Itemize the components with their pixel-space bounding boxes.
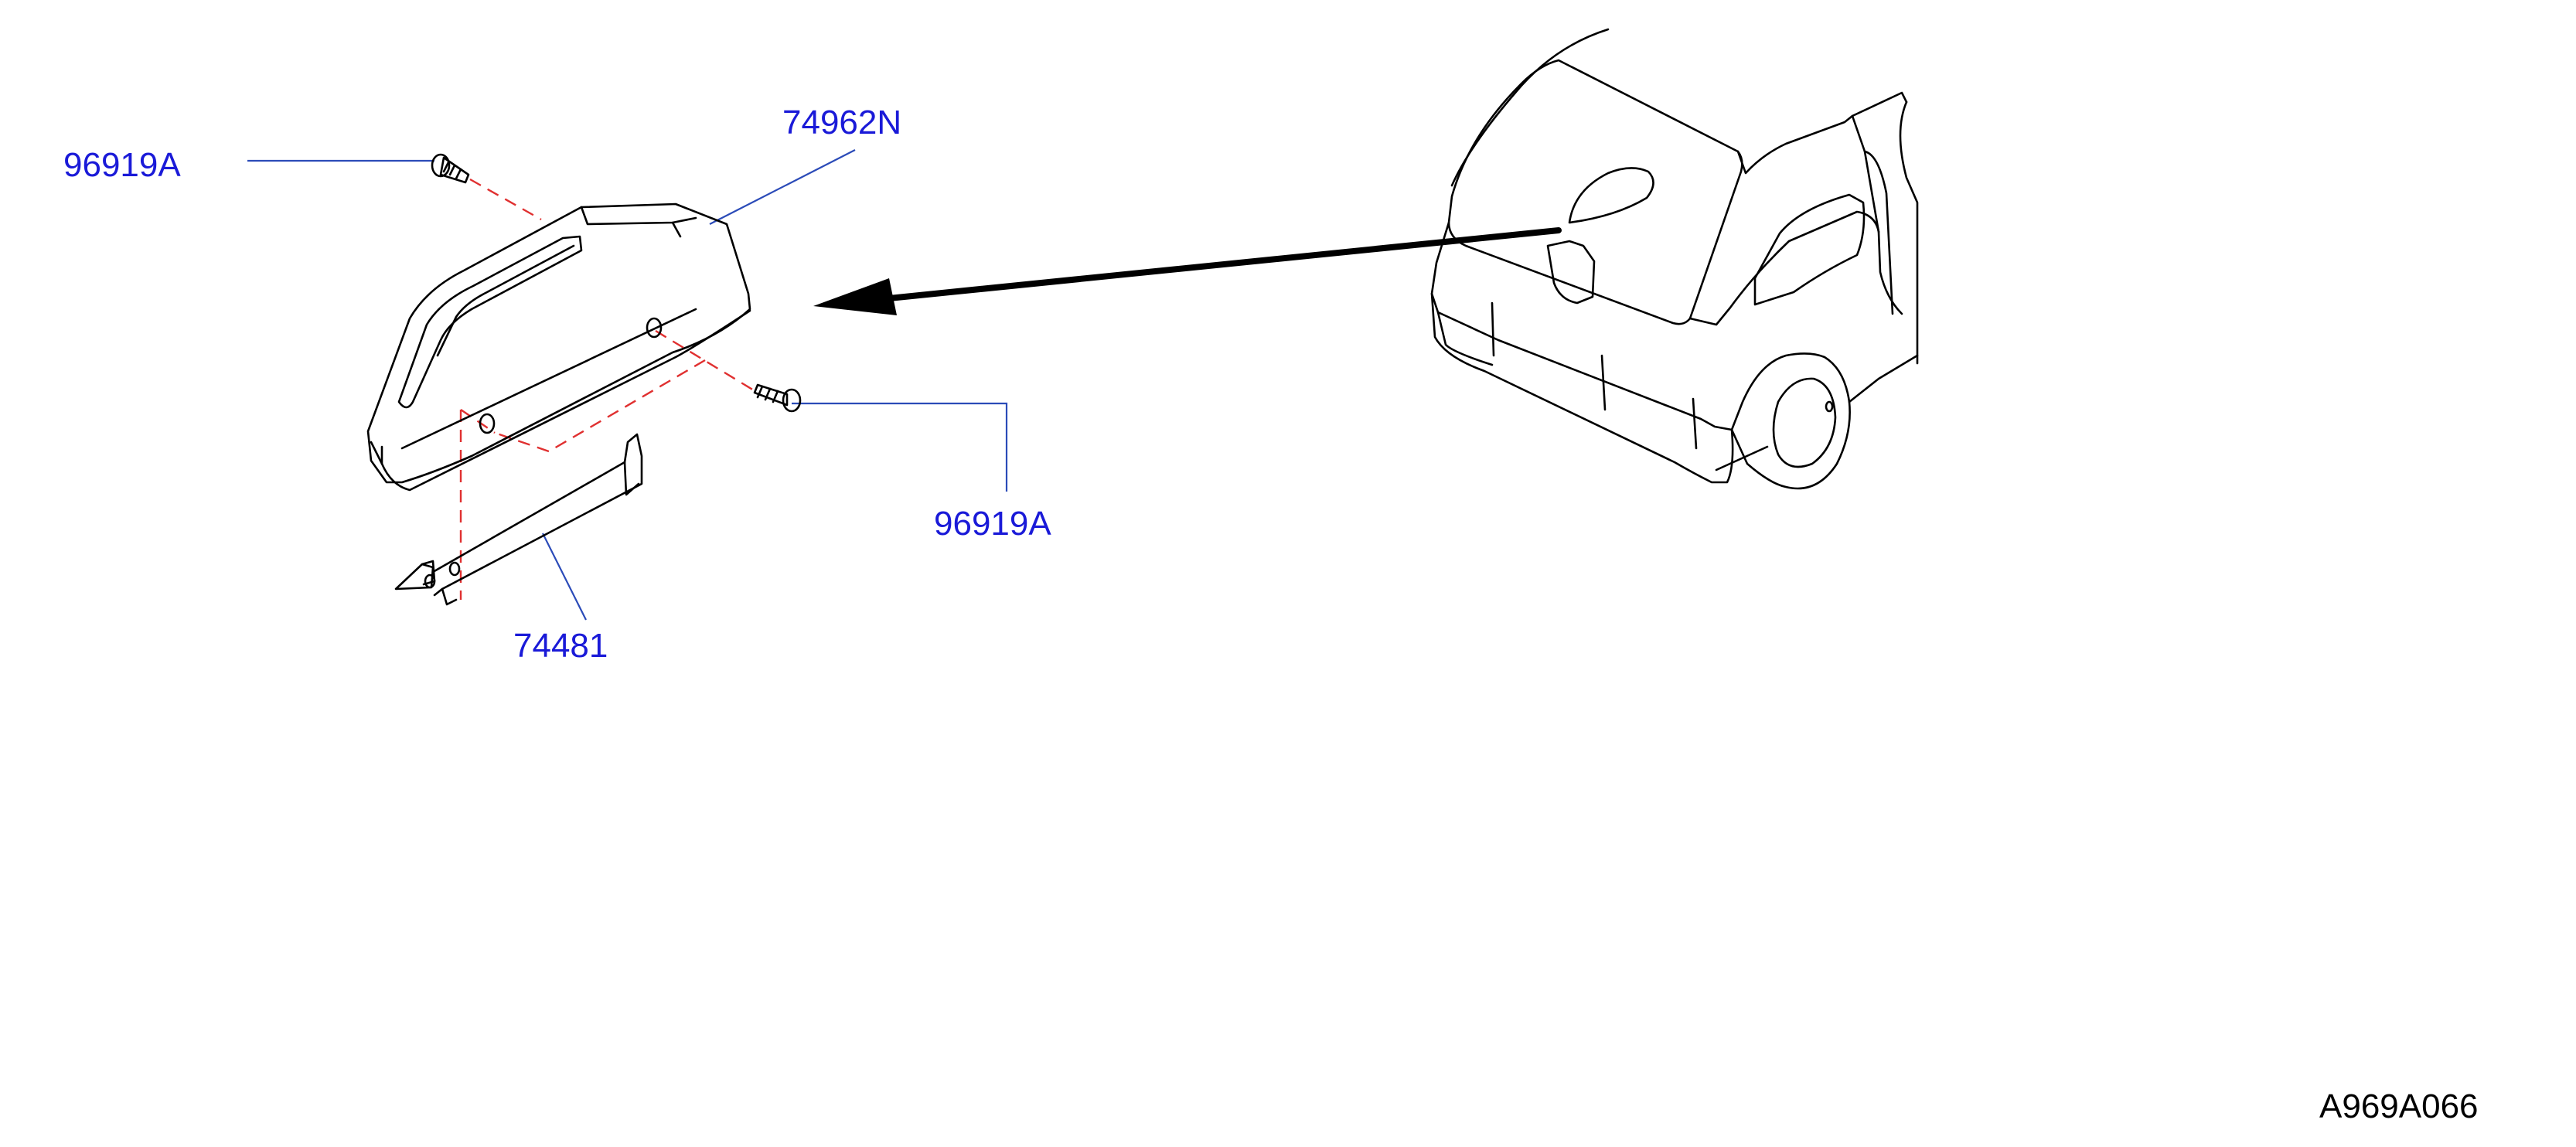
stop-lamp-icon[interactable] [366,203,751,492]
bracket-icon[interactable] [394,433,643,606]
leader-74481 [542,533,587,621]
part-label-74481[interactable]: 74481 [513,627,608,665]
screw-icon-right[interactable] [753,383,802,413]
leader-74962n [709,149,856,225]
part-label-96919a-top[interactable]: 96919A [63,146,181,184]
part-label-96919a-right[interactable]: 96919A [934,505,1051,543]
vehicle-icon [1430,28,1919,490]
diagram-id: A969A066 [2319,1087,2479,1125]
dashed-hole-left [460,409,496,434]
leader-96919a-right [792,402,1008,492]
assembly-dashed-lines [459,178,758,600]
dashed-mount-path [494,359,706,453]
leader-lines [247,149,1008,621]
screw-icon-top[interactable] [431,153,470,184]
dashed-top-screw [469,178,542,221]
location-arrow [813,227,1562,315]
dashed-right-screw [655,329,758,394]
part-label-74962n[interactable]: 74962N [782,104,901,141]
